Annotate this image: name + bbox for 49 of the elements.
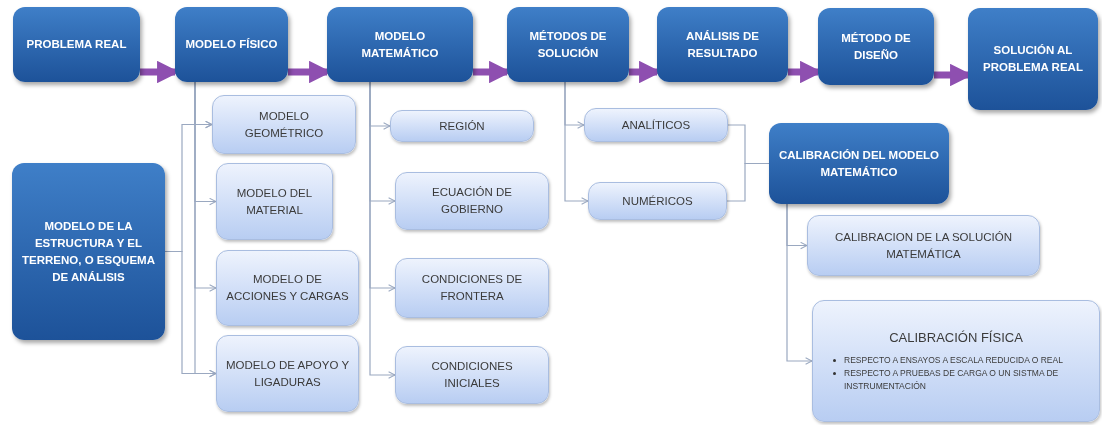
box-label: CALIBRACION DE LA SOLUCIÓN MATEMÁTICA bbox=[834, 229, 1013, 262]
box-label: MODELO DE ACCIONES Y CARGAS bbox=[225, 272, 350, 304]
box-label: ECUACIÓN DE GOBIERNO bbox=[431, 185, 513, 217]
process-box bbox=[657, 7, 788, 82]
box-label: MÉTODOS DE SOLUCIÓN bbox=[528, 28, 608, 61]
process-box bbox=[175, 7, 288, 82]
box-label: MODELO DE APOYO Y LIGADURAS bbox=[225, 357, 350, 390]
box-heading: CALIBRACIÓN FÍSICA bbox=[889, 329, 1023, 346]
sub-box bbox=[588, 182, 727, 220]
sub-box bbox=[812, 300, 1100, 422]
box-label: CALIBRACIÓN DEL MODELO MATEMÁTICO bbox=[777, 147, 941, 180]
process-box bbox=[769, 123, 949, 204]
process-box bbox=[12, 163, 165, 340]
box-label: NUMÉRICOS bbox=[622, 193, 693, 209]
sub-box bbox=[395, 346, 549, 404]
box-label: MODELO DE LA ESTRUCTURA Y EL TERRENO, O ESQUEMA DE ANÁLISIS bbox=[21, 218, 156, 285]
box-label: REGIÓN bbox=[439, 118, 485, 134]
arrow bbox=[369, 81, 396, 379]
box-label: MODELO DEL MATERIAL bbox=[235, 185, 314, 218]
connector-line bbox=[726, 162, 770, 202]
arrow bbox=[164, 250, 217, 378]
process-box bbox=[327, 7, 473, 82]
process-box bbox=[507, 7, 629, 82]
box-label: MODELO FÍSICO bbox=[185, 37, 278, 52]
bullet-item: RESPECTO A ENSAYOS A ESCALA REDUCIDA O REAL bbox=[821, 354, 1091, 367]
sub-box bbox=[395, 258, 549, 318]
box-label: ANALÍTICOS bbox=[621, 117, 691, 133]
sub-box bbox=[216, 335, 359, 412]
sub-box bbox=[216, 163, 333, 240]
bullet-item: RESPECTO A PRUEBAS DE CARGA O UN SISTMA DE INSTRUMENTACIÓN bbox=[821, 367, 1091, 393]
box-label: MODELO GEOMÉTRICO bbox=[243, 108, 325, 141]
box-label: ANÁLISIS DE RESULTADO bbox=[685, 28, 760, 61]
sub-box bbox=[584, 108, 728, 142]
process-box bbox=[13, 7, 140, 82]
sub-box bbox=[395, 172, 549, 230]
box-label: PROBLEMA REAL bbox=[26, 37, 127, 52]
box-label: SOLUCIÓN AL PROBLEMA REAL bbox=[982, 43, 1084, 75]
process-box bbox=[818, 8, 934, 85]
box-label: CONDICIONES INICIALES bbox=[430, 359, 514, 391]
process-box bbox=[968, 8, 1098, 110]
sub-box bbox=[807, 215, 1040, 276]
arrow bbox=[564, 81, 589, 205]
arrow bbox=[786, 203, 813, 365]
sub-box bbox=[216, 250, 359, 326]
box-label: MODELO MATEMÁTICO bbox=[360, 28, 440, 61]
box-label: MÉTODO DE DISEÑO bbox=[840, 30, 912, 63]
sub-box bbox=[390, 110, 534, 142]
sub-box bbox=[212, 95, 356, 154]
box-label: CONDICIONES DE FRONTERA bbox=[420, 272, 524, 304]
